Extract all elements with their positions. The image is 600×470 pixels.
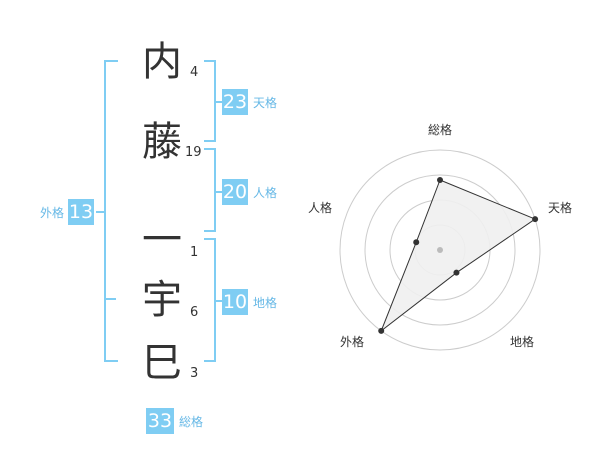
jinkaku-value-badge: 20 [222,179,248,205]
radar-axis-label-chikaku: 地格 [510,334,534,349]
radar-point [378,327,385,334]
chikaku-group: 10 地格 [222,289,277,315]
soukaku-value-badge: 33 [146,408,174,434]
soukaku-label: 総格 [179,414,204,429]
radar-axis-label-soukaku: 総格 [428,122,452,137]
radar-center-dot [437,247,443,253]
gaikaku-bracket [104,60,118,362]
radar-axis-label-gaikaku: 外格 [340,334,364,349]
name-char-5: 巳 [142,340,182,386]
radar-point [413,239,420,246]
gaikaku-bracket-divider [104,298,116,300]
radar-point [437,177,443,183]
jinkaku-bracket-stub [214,191,222,193]
name-char-4: 宇 [142,277,182,323]
stroke-count-1: 4 [190,65,199,80]
radar-grid-ring [339,149,541,351]
jinkaku-label: 人格 [253,185,278,200]
radar-axis-label-tenkaku: 天格 [548,200,572,215]
name-char-3: 一 [142,217,182,263]
tenkaku-label: 天格 [253,95,278,110]
chikaku-label: 地格 [253,295,278,310]
radar-grid-ring [364,174,516,326]
gaikaku-label: 外格 [40,205,65,220]
name-char-2: 藤 [142,119,182,165]
stroke-count-5: 3 [190,366,199,381]
tenkaku-value-badge: 23 [222,89,248,115]
radar-axis-label-jinkaku: 人格 [308,200,332,215]
name-char-1: 内 [142,39,182,85]
radar-data-points [378,177,539,334]
chikaku-value-badge: 10 [222,289,248,315]
soukaku-group: 33 総格 [146,408,203,434]
radar-point [532,216,539,223]
jinkaku-group: 20 人格 [222,179,277,205]
gaikaku-bracket-stub [96,211,106,213]
gaikaku-value-badge: 13 [68,199,95,225]
stroke-count-2: 19 [185,145,202,160]
tenkaku-group: 23 天格 [222,89,277,115]
tenkaku-bracket-stub [214,101,222,103]
radar-point [453,269,460,276]
jinkaku-bracket [204,148,216,232]
stroke-count-3: 1 [190,245,199,260]
gaikaku-group: 外格 13 [40,199,95,225]
radar-chart: 総格 天格 地格 外格 人格 [308,122,572,351]
stroke-count-4: 6 [190,305,199,320]
radar-data-polygon [380,179,537,333]
chikaku-bracket-stub [214,300,222,302]
